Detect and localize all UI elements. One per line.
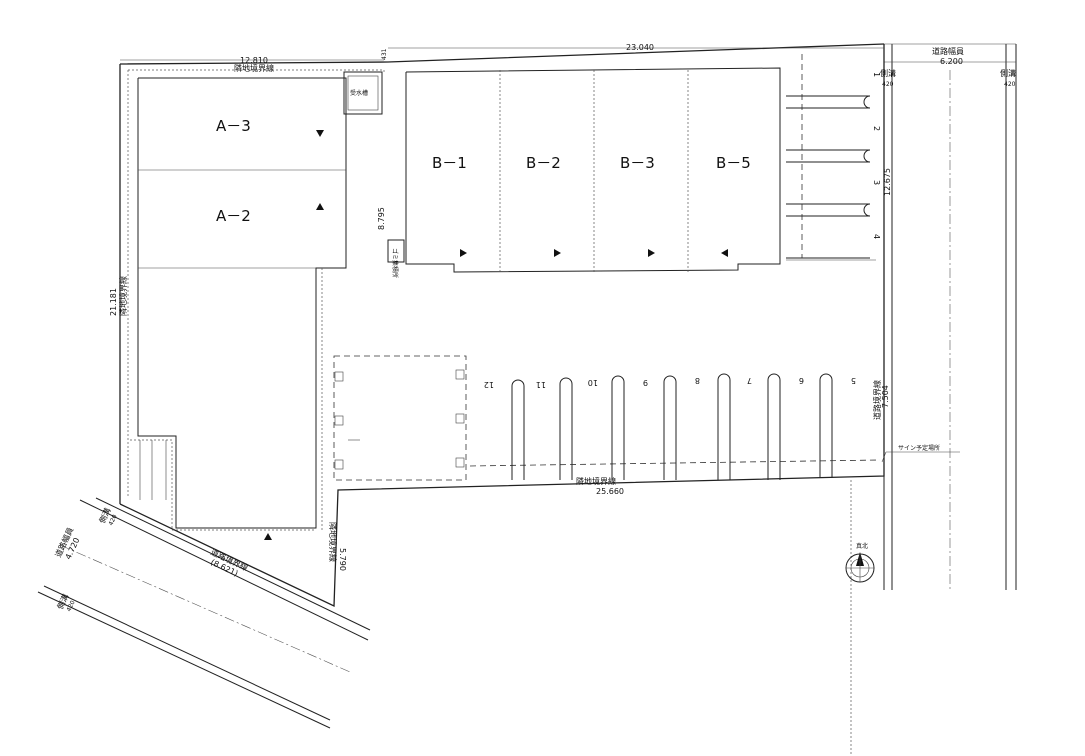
- entrance-right-icon: [460, 249, 467, 257]
- building-b: [405, 67, 781, 273]
- parking-number: 7: [747, 376, 752, 385]
- ditch-left-2-dim: 420: [65, 599, 76, 613]
- entrance-up-icon: [264, 533, 272, 540]
- ditch-right-1-dim: 420: [882, 81, 894, 88]
- boundary-left-label: 隣地境界線: [118, 276, 128, 316]
- parking-number: 11: [536, 380, 546, 389]
- garbage-station: ゴミ集積所: [387, 239, 405, 278]
- entrance-right-icon: [648, 249, 655, 257]
- parking-right-column: [786, 54, 876, 261]
- sign-location-label: サイン予定場所: [898, 444, 940, 452]
- water-tank: 受水槽: [343, 71, 383, 115]
- unit-a3-label: A－3: [216, 117, 251, 135]
- road-width-right-label: 道路幅員: [932, 46, 964, 56]
- dim-right-upper: 12.675: [883, 168, 892, 196]
- parking-number: 9: [643, 378, 648, 387]
- unit-b5-label: B－5: [716, 154, 751, 172]
- entrance-up-icon: [316, 203, 324, 210]
- parking-number: 6: [799, 376, 804, 385]
- parking-number: 1: [872, 72, 881, 77]
- dim-right-lower: 7.504: [881, 385, 890, 408]
- unit-a2-label: A－2: [216, 207, 251, 225]
- parking-bottom-row: [469, 373, 881, 480]
- boundary-bottom-label: 隣地境界線: [576, 476, 616, 486]
- north-arrow-icon: 真北: [845, 542, 875, 583]
- building-a: [130, 77, 347, 531]
- unit-b1-label: B－1: [432, 154, 467, 172]
- north-label: 真北: [856, 542, 868, 550]
- dim-top-left: 12.810: [240, 56, 268, 65]
- parking-numbers-bottom: 12 11 10 9 8 7 6 5: [484, 376, 856, 389]
- right-road: [850, 43, 1017, 756]
- ditch-right-2-dim: 420: [1004, 81, 1016, 88]
- entrance-right-icon: [554, 249, 561, 257]
- parking-number: 3: [872, 180, 881, 185]
- dim-bottom: 25.660: [596, 487, 624, 496]
- parking-numbers-right: 1 2 3 4: [872, 72, 881, 239]
- parking-number: 10: [588, 378, 598, 387]
- parking-number: 12: [484, 380, 494, 389]
- parking-number: 4: [872, 234, 881, 239]
- dim-building-b: 8.795: [377, 207, 386, 230]
- site-boundary: [119, 43, 885, 608]
- dim-left-vertical: 21.181: [109, 288, 118, 316]
- ditch-right-1-label: 側溝: [880, 68, 896, 78]
- boundary-diag-label: 隣地境界線: [328, 522, 338, 562]
- ditch-left-1-dim: 420: [107, 513, 118, 527]
- road-width-right-dim: 6.200: [940, 57, 963, 66]
- carport: [333, 355, 467, 481]
- entrance-left-icon: [721, 249, 728, 257]
- parking-number: 5: [851, 376, 856, 385]
- garbage-label: ゴミ集積所: [391, 248, 399, 278]
- dim-top-small: 431: [381, 48, 388, 60]
- parking-number: 8: [695, 376, 700, 385]
- parking-number: 2: [872, 126, 881, 131]
- entrance-down-icon: [316, 130, 324, 137]
- unit-b2-label: B－2: [526, 154, 561, 172]
- unit-b3-label: B－3: [620, 154, 655, 172]
- dim-top-right: 23.040: [626, 43, 654, 52]
- water-tank-label: 受水槽: [350, 89, 368, 97]
- left-diagonal-road: [37, 497, 371, 729]
- ditch-right-2-label: 側溝: [1000, 68, 1016, 78]
- road-boundary-right-label: 道路境界線: [872, 380, 882, 420]
- dimension-annotations: 12.810 隣地境界線 431 23.040 道路幅員 6.200 側溝 42…: [53, 43, 1016, 613]
- boundary-top-label: 隣地境界線: [234, 63, 274, 73]
- dim-diag-bottom: 5.790: [338, 548, 347, 571]
